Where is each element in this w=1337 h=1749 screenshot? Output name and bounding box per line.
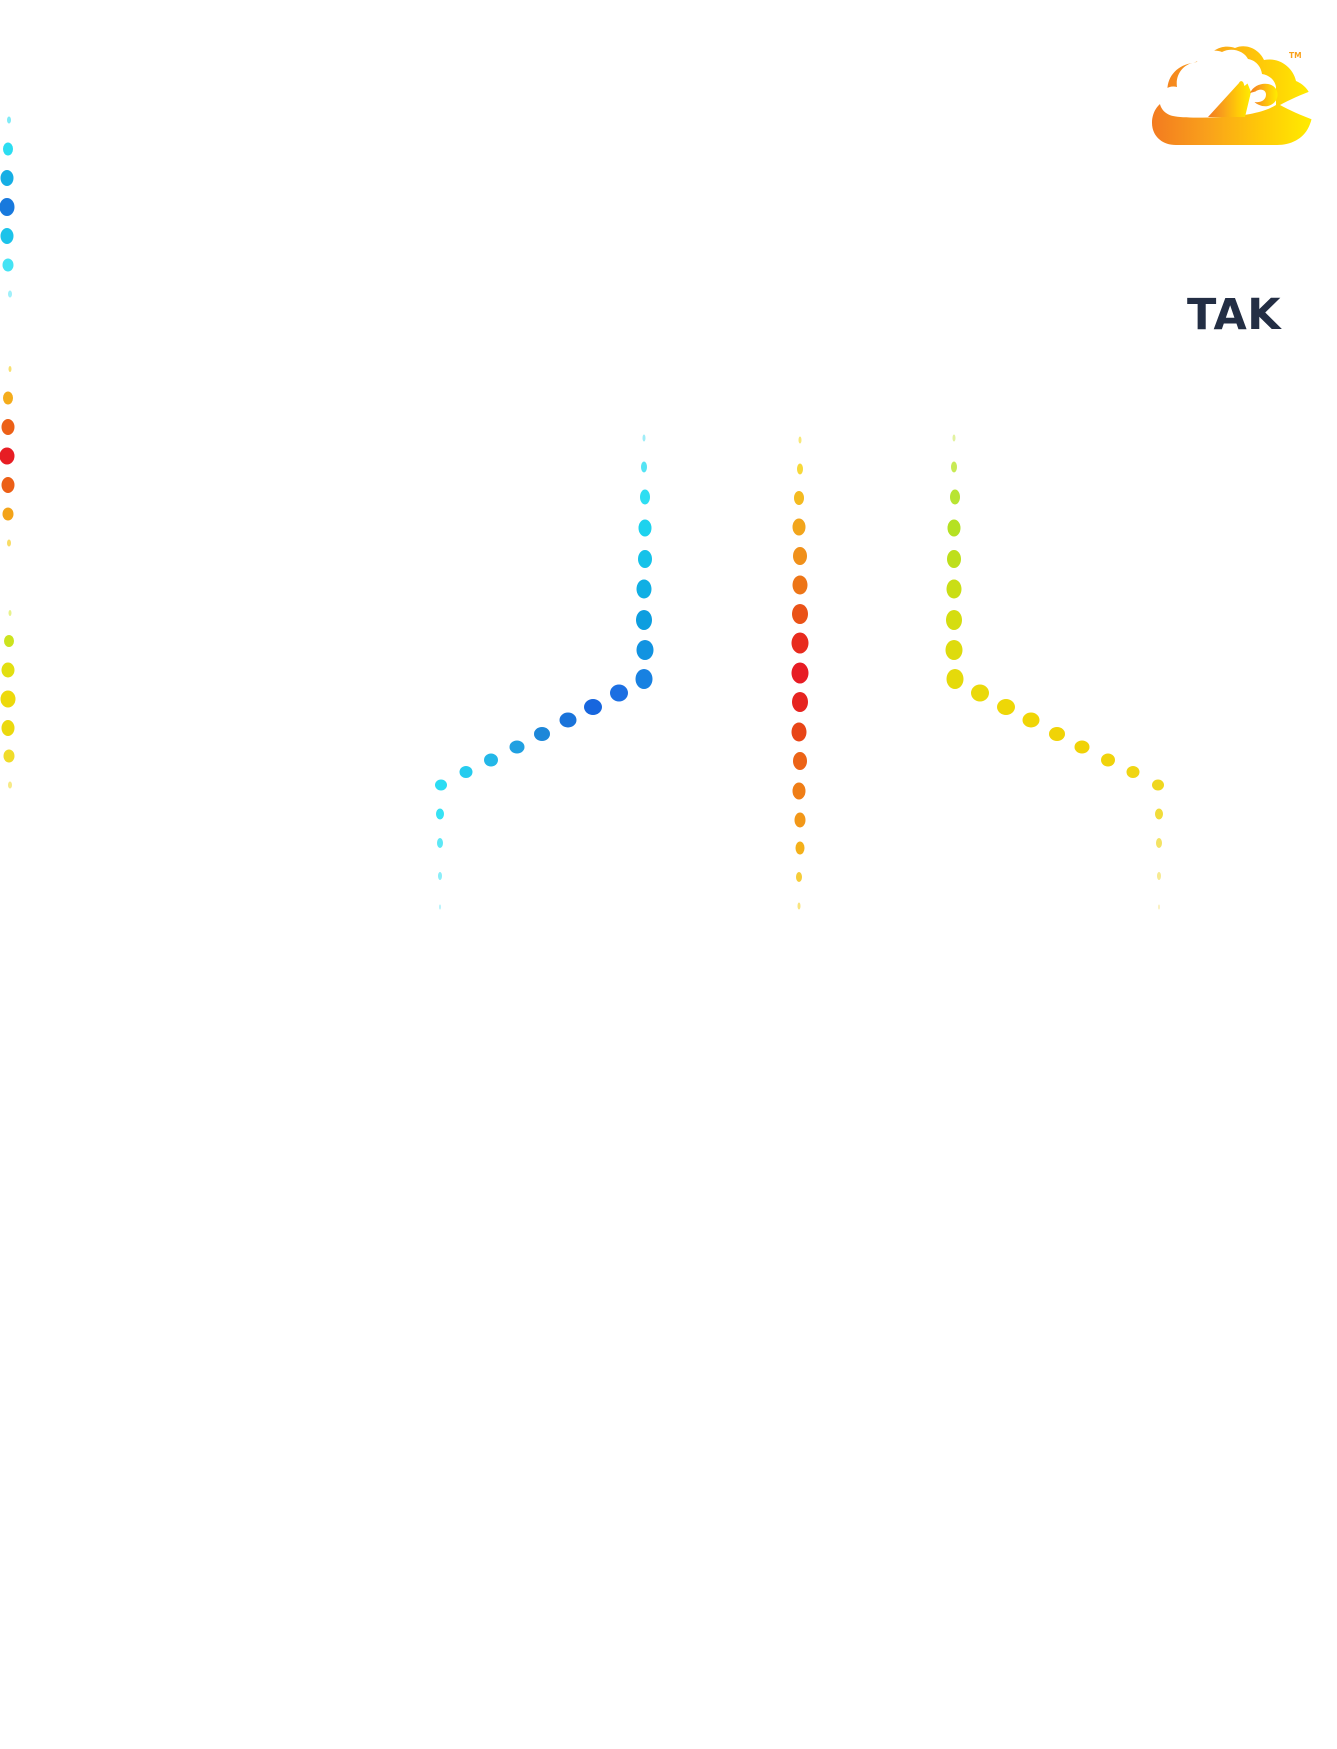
trail-dot (1049, 727, 1065, 741)
trail-dot (792, 518, 806, 536)
trail-dot (636, 610, 652, 630)
trail-dot (997, 699, 1015, 715)
trail-dot (791, 632, 809, 654)
trail-dot (1022, 712, 1040, 728)
trail-dot (0, 228, 14, 244)
trail-dot (638, 519, 652, 537)
trail-dot (8, 781, 12, 789)
cloud-right-notch (1280, 89, 1316, 121)
trail-dot (1074, 740, 1090, 754)
trail-dot (0, 690, 16, 708)
trail-dot (1155, 808, 1163, 820)
trail-dot (1156, 838, 1162, 848)
trail-dot (0, 447, 15, 465)
trail-dot (795, 841, 805, 855)
trail-dot (0, 170, 14, 186)
eagle-icon (1208, 81, 1278, 117)
cloud-logo-svg: TM (1152, 46, 1316, 146)
trail-dot (559, 712, 577, 728)
trail-dot (4, 635, 14, 647)
trail-dot (641, 461, 647, 473)
trail-dot (484, 753, 498, 767)
trail-dot (1, 477, 15, 493)
trail-dot (534, 727, 550, 741)
tak-wordmark: TAK (1187, 290, 1282, 340)
trail-dot (509, 740, 525, 754)
cloudtak-logo: TM (1150, 45, 1316, 147)
trail-dot (1126, 766, 1140, 778)
trail-dot (438, 872, 442, 880)
trail-dot (437, 838, 443, 848)
trail-dot (791, 662, 809, 684)
trail-dot (8, 610, 12, 616)
trail-dot (636, 640, 654, 660)
trail-dot (946, 610, 962, 630)
trail-dot (1, 720, 15, 736)
trail-dot (793, 752, 807, 770)
trail-dot (7, 539, 11, 547)
trail-dot (794, 812, 806, 828)
trail-dot (947, 519, 961, 537)
trail-dot (638, 550, 652, 568)
trail-dot (642, 434, 646, 442)
trail-dot (792, 575, 808, 595)
trail-dot (945, 640, 963, 660)
trail-dot (792, 692, 808, 712)
trail-dot (1, 419, 15, 435)
trail-dot (791, 722, 807, 742)
trail-dot (946, 579, 962, 599)
trail-dot (459, 766, 473, 778)
trail-dot (439, 904, 441, 910)
trail-dot (584, 699, 602, 715)
trail-dot (792, 782, 806, 800)
trail-dot (1158, 904, 1160, 910)
trademark-label: TM (1289, 51, 1302, 60)
trail-dot (2, 507, 14, 521)
trail-dot (797, 463, 803, 475)
trail-dot (951, 461, 957, 473)
trail-dot (971, 684, 989, 702)
trail-dot (950, 489, 960, 505)
trail-dot (8, 290, 12, 298)
trail-dot (3, 749, 15, 763)
trail-dot (793, 547, 807, 565)
trail-dot (8, 366, 12, 372)
trail-dot (794, 491, 804, 505)
trail-dot (1157, 872, 1161, 880)
trail-dot (946, 669, 964, 689)
trail-dot (640, 489, 650, 505)
trail-dot (796, 872, 802, 882)
trail-dot (636, 579, 652, 599)
trail-dot (436, 808, 444, 820)
trail-dot (1101, 753, 1115, 767)
trail-dot (635, 669, 653, 689)
trail-dot (952, 434, 956, 442)
trail-dot (1, 662, 15, 678)
trail-dot (797, 902, 801, 910)
trail-dot (2, 258, 14, 272)
trail-dot (792, 604, 808, 624)
trail-dot (610, 684, 628, 702)
trail-dot (0, 198, 15, 216)
trail-dot (3, 142, 13, 156)
trail-dot (7, 116, 11, 124)
trail-dot (3, 391, 13, 405)
trail-dot (947, 550, 961, 568)
trail-dot (435, 779, 447, 791)
trail-dot (798, 436, 802, 444)
trail-dot (1152, 779, 1164, 791)
